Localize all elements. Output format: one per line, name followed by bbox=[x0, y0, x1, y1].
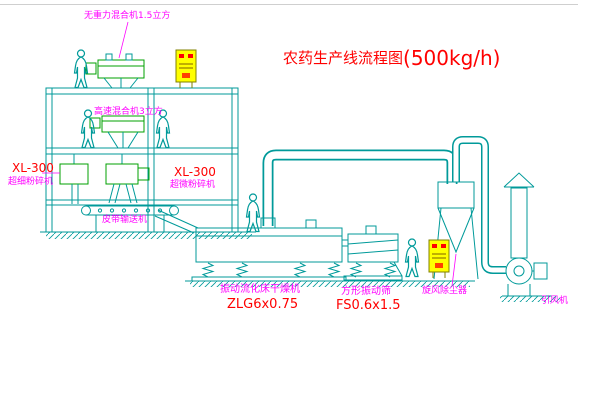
gravity-mixer-machine bbox=[85, 53, 145, 89]
label-cyclone: 旋风除尘器 bbox=[422, 286, 468, 296]
title-capacity: (500kg/h) bbox=[403, 46, 501, 70]
cyclone-outlet-duct bbox=[452, 136, 506, 274]
exhaust-stack bbox=[503, 172, 535, 259]
label-dryer-name: 振动流化床干燥机 bbox=[220, 284, 300, 295]
label-leader-lines bbox=[42, 21, 457, 287]
mill-center bbox=[105, 154, 150, 204]
high-speed-mixer-machine bbox=[89, 115, 145, 149]
label-high-speed-mixer: 高速混合机3立方 bbox=[94, 107, 163, 117]
label-dryer-model: ZLG6x0.75 bbox=[227, 297, 299, 312]
induced-draft-fan-machine bbox=[500, 257, 560, 302]
label-belt-conveyor: 皮带输送机 bbox=[102, 215, 148, 225]
fluid-bed-dryer-machine bbox=[185, 217, 475, 287]
person-figure bbox=[404, 238, 420, 278]
mill-left bbox=[59, 154, 89, 204]
label-sieve-model: FS0.6x1.5 bbox=[336, 298, 401, 313]
person-figure bbox=[80, 109, 96, 149]
control-cabinet bbox=[175, 49, 197, 89]
label-mill-mid-model: XL-300 bbox=[174, 165, 216, 179]
label-mill-mid-name: 超微粉碎机 bbox=[170, 180, 216, 190]
feed-chute bbox=[154, 209, 199, 234]
building-frame bbox=[40, 87, 256, 239]
label-mill-left-model: XL-300 bbox=[12, 161, 54, 175]
label-fan: 引风机 bbox=[541, 296, 569, 306]
person-figure bbox=[245, 193, 261, 233]
main-duct bbox=[262, 149, 458, 226]
label-mill-left-name: 超细粉碎机 bbox=[8, 177, 54, 187]
label-sieve-name: 方形振动筛 bbox=[341, 286, 391, 297]
label-gravity-mixer: 无重力混合机1.5立方 bbox=[84, 11, 171, 21]
drawing-border-top bbox=[0, 4, 578, 5]
square-sieve-machine bbox=[342, 225, 403, 281]
control-cabinet bbox=[428, 239, 450, 279]
page-title: 农药生产线流程图(500kg/h) bbox=[283, 46, 501, 70]
title-text: 农药生产线流程图 bbox=[283, 49, 404, 67]
